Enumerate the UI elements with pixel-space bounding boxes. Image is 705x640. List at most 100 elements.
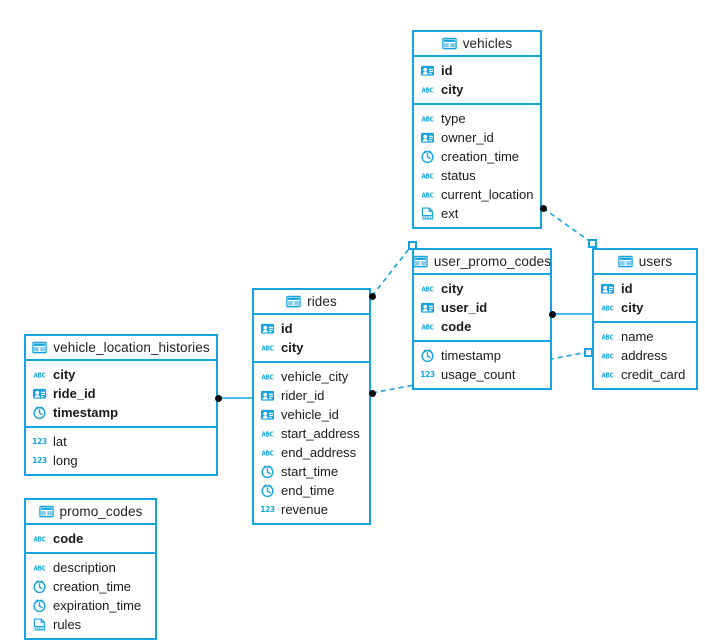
svg-text:ABC: ABC xyxy=(262,430,274,439)
primary-key-fields-user_promo_codes: ABC city user_id ABC code xyxy=(414,275,550,342)
field-row[interactable]: start_time xyxy=(254,462,369,481)
relationship-edge-vehicles-to-rides[interactable] xyxy=(371,244,413,297)
field-name: vehicle_city xyxy=(281,369,349,384)
field-row[interactable]: ABC address xyxy=(594,346,696,365)
svg-text:ABC: ABC xyxy=(262,344,274,353)
field-row[interactable]: 123 usage_count xyxy=(414,365,550,384)
primary-key-fields-vehicle_location_histories: ABC city ride_id timestamp xyxy=(26,361,216,428)
primary-key-fields-promo_codes: ABC code xyxy=(26,525,155,554)
fields-vehicles: ABC type owner_id creation_time ABC stat… xyxy=(414,105,540,227)
contact-card-reference-icon xyxy=(32,386,47,401)
field-row[interactable]: ABC current_location xyxy=(414,185,540,204)
field-row[interactable]: ABC end_address xyxy=(254,443,369,462)
field-row[interactable]: ABC start_address xyxy=(254,424,369,443)
field-row[interactable]: ABC code xyxy=(414,317,550,336)
field-row[interactable]: user_id xyxy=(414,298,550,317)
entity-title: user_promo_codes xyxy=(433,254,552,269)
field-row[interactable]: ABC code xyxy=(26,529,155,548)
field-row[interactable]: JSON ext xyxy=(414,204,540,223)
entity-title: vehicles xyxy=(462,36,513,51)
svg-text:ABC: ABC xyxy=(602,333,614,342)
field-row[interactable]: 123 revenue xyxy=(254,500,369,519)
entity-header-vehicle_location_histories[interactable]: vehicle_location_histories xyxy=(26,336,216,361)
entity-header-rides[interactable]: rides xyxy=(254,290,369,315)
field-row[interactable]: timestamp xyxy=(414,346,550,365)
field-row[interactable]: ABC city xyxy=(26,365,216,384)
field-row[interactable]: ABC name xyxy=(594,327,696,346)
field-row[interactable]: 123 long xyxy=(26,451,216,470)
entity-table-rides[interactable]: rides id ABC city ABC vehicle_city rider… xyxy=(252,288,371,525)
abc-text-type-icon: ABC xyxy=(420,111,435,126)
entity-table-user_promo_codes[interactable]: user_promo_codes ABC city user_id ABC co… xyxy=(412,248,552,390)
clock-timestamp-icon xyxy=(260,464,275,479)
entity-header-promo_codes[interactable]: promo_codes xyxy=(26,500,155,525)
abc-text-type-icon: ABC xyxy=(420,319,435,334)
field-row[interactable]: owner_id xyxy=(414,128,540,147)
contact-card-reference-icon xyxy=(420,130,435,145)
field-row[interactable]: end_time xyxy=(254,481,369,500)
field-row[interactable]: id xyxy=(254,319,369,338)
field-name: city xyxy=(621,300,644,315)
entity-header-user_promo_codes[interactable]: user_promo_codes xyxy=(413,250,552,275)
123-number-type-icon: 123 xyxy=(420,367,435,382)
svg-text:ABC: ABC xyxy=(602,304,614,313)
field-name: description xyxy=(53,560,116,575)
svg-text:ABC: ABC xyxy=(34,535,46,544)
relationship-edge-vehicles-to-users[interactable] xyxy=(542,207,593,244)
abc-text-type-icon: ABC xyxy=(260,340,275,355)
table-grid-icon xyxy=(38,504,54,519)
field-row[interactable]: id xyxy=(414,61,540,80)
entity-table-vehicles[interactable]: vehicles id ABC city ABC type owner_id c… xyxy=(412,30,542,229)
field-row[interactable]: ABC vehicle_city xyxy=(254,367,369,386)
field-row[interactable]: id xyxy=(594,279,696,298)
entity-table-users[interactable]: users id ABC city ABC name ABC address A… xyxy=(592,248,698,390)
field-name: code xyxy=(53,531,84,546)
field-row[interactable]: JSON rules xyxy=(26,615,155,634)
abc-text-type-icon: ABC xyxy=(600,329,615,344)
field-row[interactable]: ABC credit_card xyxy=(594,365,696,384)
primary-key-fields-rides: id ABC city xyxy=(254,315,369,363)
field-name: current_location xyxy=(441,187,534,202)
entity-table-vehicle_location_histories[interactable]: vehicle_location_histories ABC city ride… xyxy=(24,334,218,476)
123-number-type-icon: 123 xyxy=(32,453,47,468)
clock-timestamp-icon xyxy=(32,405,47,420)
field-row[interactable]: expiration_time xyxy=(26,596,155,615)
123-number-type-icon: 123 xyxy=(32,434,47,449)
field-name: city xyxy=(281,340,304,355)
abc-text-type-icon: ABC xyxy=(600,300,615,315)
field-row[interactable]: ABC city xyxy=(594,298,696,317)
field-row[interactable]: 123 lat xyxy=(26,432,216,451)
field-name: end_time xyxy=(281,483,335,498)
field-row[interactable]: ABC city xyxy=(254,338,369,357)
field-row[interactable]: creation_time xyxy=(26,577,155,596)
edge-endpoint-dot xyxy=(368,292,376,300)
entity-table-promo_codes[interactable]: promo_codes ABC code ABC description cre… xyxy=(24,498,157,640)
field-row[interactable]: ABC type xyxy=(414,109,540,128)
abc-text-type-icon: ABC xyxy=(420,82,435,97)
fields-user_promo_codes: timestamp 123 usage_count xyxy=(414,342,550,388)
svg-text:ABC: ABC xyxy=(34,564,46,573)
field-row[interactable]: creation_time xyxy=(414,147,540,166)
field-name: credit_card xyxy=(621,367,686,382)
svg-text:ABC: ABC xyxy=(602,371,614,380)
field-name: timestamp xyxy=(53,405,119,420)
field-row[interactable]: ABC city xyxy=(414,279,550,298)
entity-header-vehicles[interactable]: vehicles xyxy=(414,32,540,57)
field-name: address xyxy=(621,348,668,363)
field-row[interactable]: timestamp xyxy=(26,403,216,422)
field-row[interactable]: rider_id xyxy=(254,386,369,405)
field-name: usage_count xyxy=(441,367,516,382)
field-name: city xyxy=(441,82,464,97)
field-row[interactable]: ABC status xyxy=(414,166,540,185)
entity-header-users[interactable]: users xyxy=(594,250,696,275)
field-row[interactable]: vehicle_id xyxy=(254,405,369,424)
field-row[interactable]: ride_id xyxy=(26,384,216,403)
field-row[interactable]: ABC description xyxy=(26,558,155,577)
svg-text:JSON: JSON xyxy=(33,625,44,630)
table-grid-icon xyxy=(618,254,633,269)
abc-text-type-icon: ABC xyxy=(32,367,47,382)
field-row[interactable]: ABC city xyxy=(414,80,540,99)
field-name: timestamp xyxy=(441,348,501,363)
field-name: start_address xyxy=(281,426,360,441)
field-name: id xyxy=(281,321,293,336)
